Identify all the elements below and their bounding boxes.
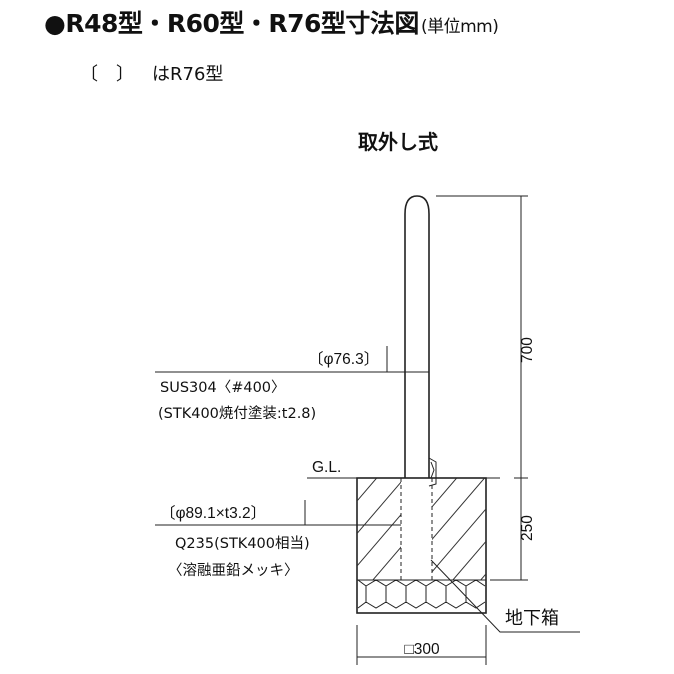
label-sleeve-diameter: 〔φ89.1×t3.2〕: [160, 505, 266, 522]
label-sleeve-finish: 〈溶融亜鉛メッキ〉: [168, 562, 299, 579]
note-text: はR76型: [152, 64, 224, 85]
label-underground-box: 地下箱: [505, 608, 559, 629]
label-post-finish: (STK400焼付塗装:t2.8): [158, 404, 316, 422]
label-ground-level: G.L.: [312, 459, 341, 476]
label-post-diameter: 〔φ76.3〕: [308, 351, 379, 368]
dim-height: 700: [519, 337, 536, 363]
page-title: ●R48型・R60型・R76型寸法図(単位mm): [44, 4, 499, 40]
bracket-note: 〔 〕はR76型: [80, 60, 223, 86]
label-sleeve-material: Q235(STK400相当): [175, 535, 310, 552]
dim-depth: 250: [519, 515, 536, 541]
note-bracket: 〔 〕: [80, 64, 134, 85]
concrete-hatch-right: [432, 478, 486, 580]
lock-bracket: [428, 457, 437, 487]
dim-width: □300: [404, 641, 440, 658]
title-text: ●R48型・R60型・R76型寸法図: [44, 9, 419, 38]
diagram-subtitle: 取外し式: [358, 130, 438, 154]
label-post-material: SUS304〈#400〉: [160, 379, 286, 396]
gravel-layer: [357, 579, 486, 609]
leader-underground-box: [430, 559, 580, 633]
concrete-hatch-left: [357, 478, 401, 580]
title-unit: (単位mm): [420, 17, 499, 37]
bollard-post: [404, 195, 430, 478]
